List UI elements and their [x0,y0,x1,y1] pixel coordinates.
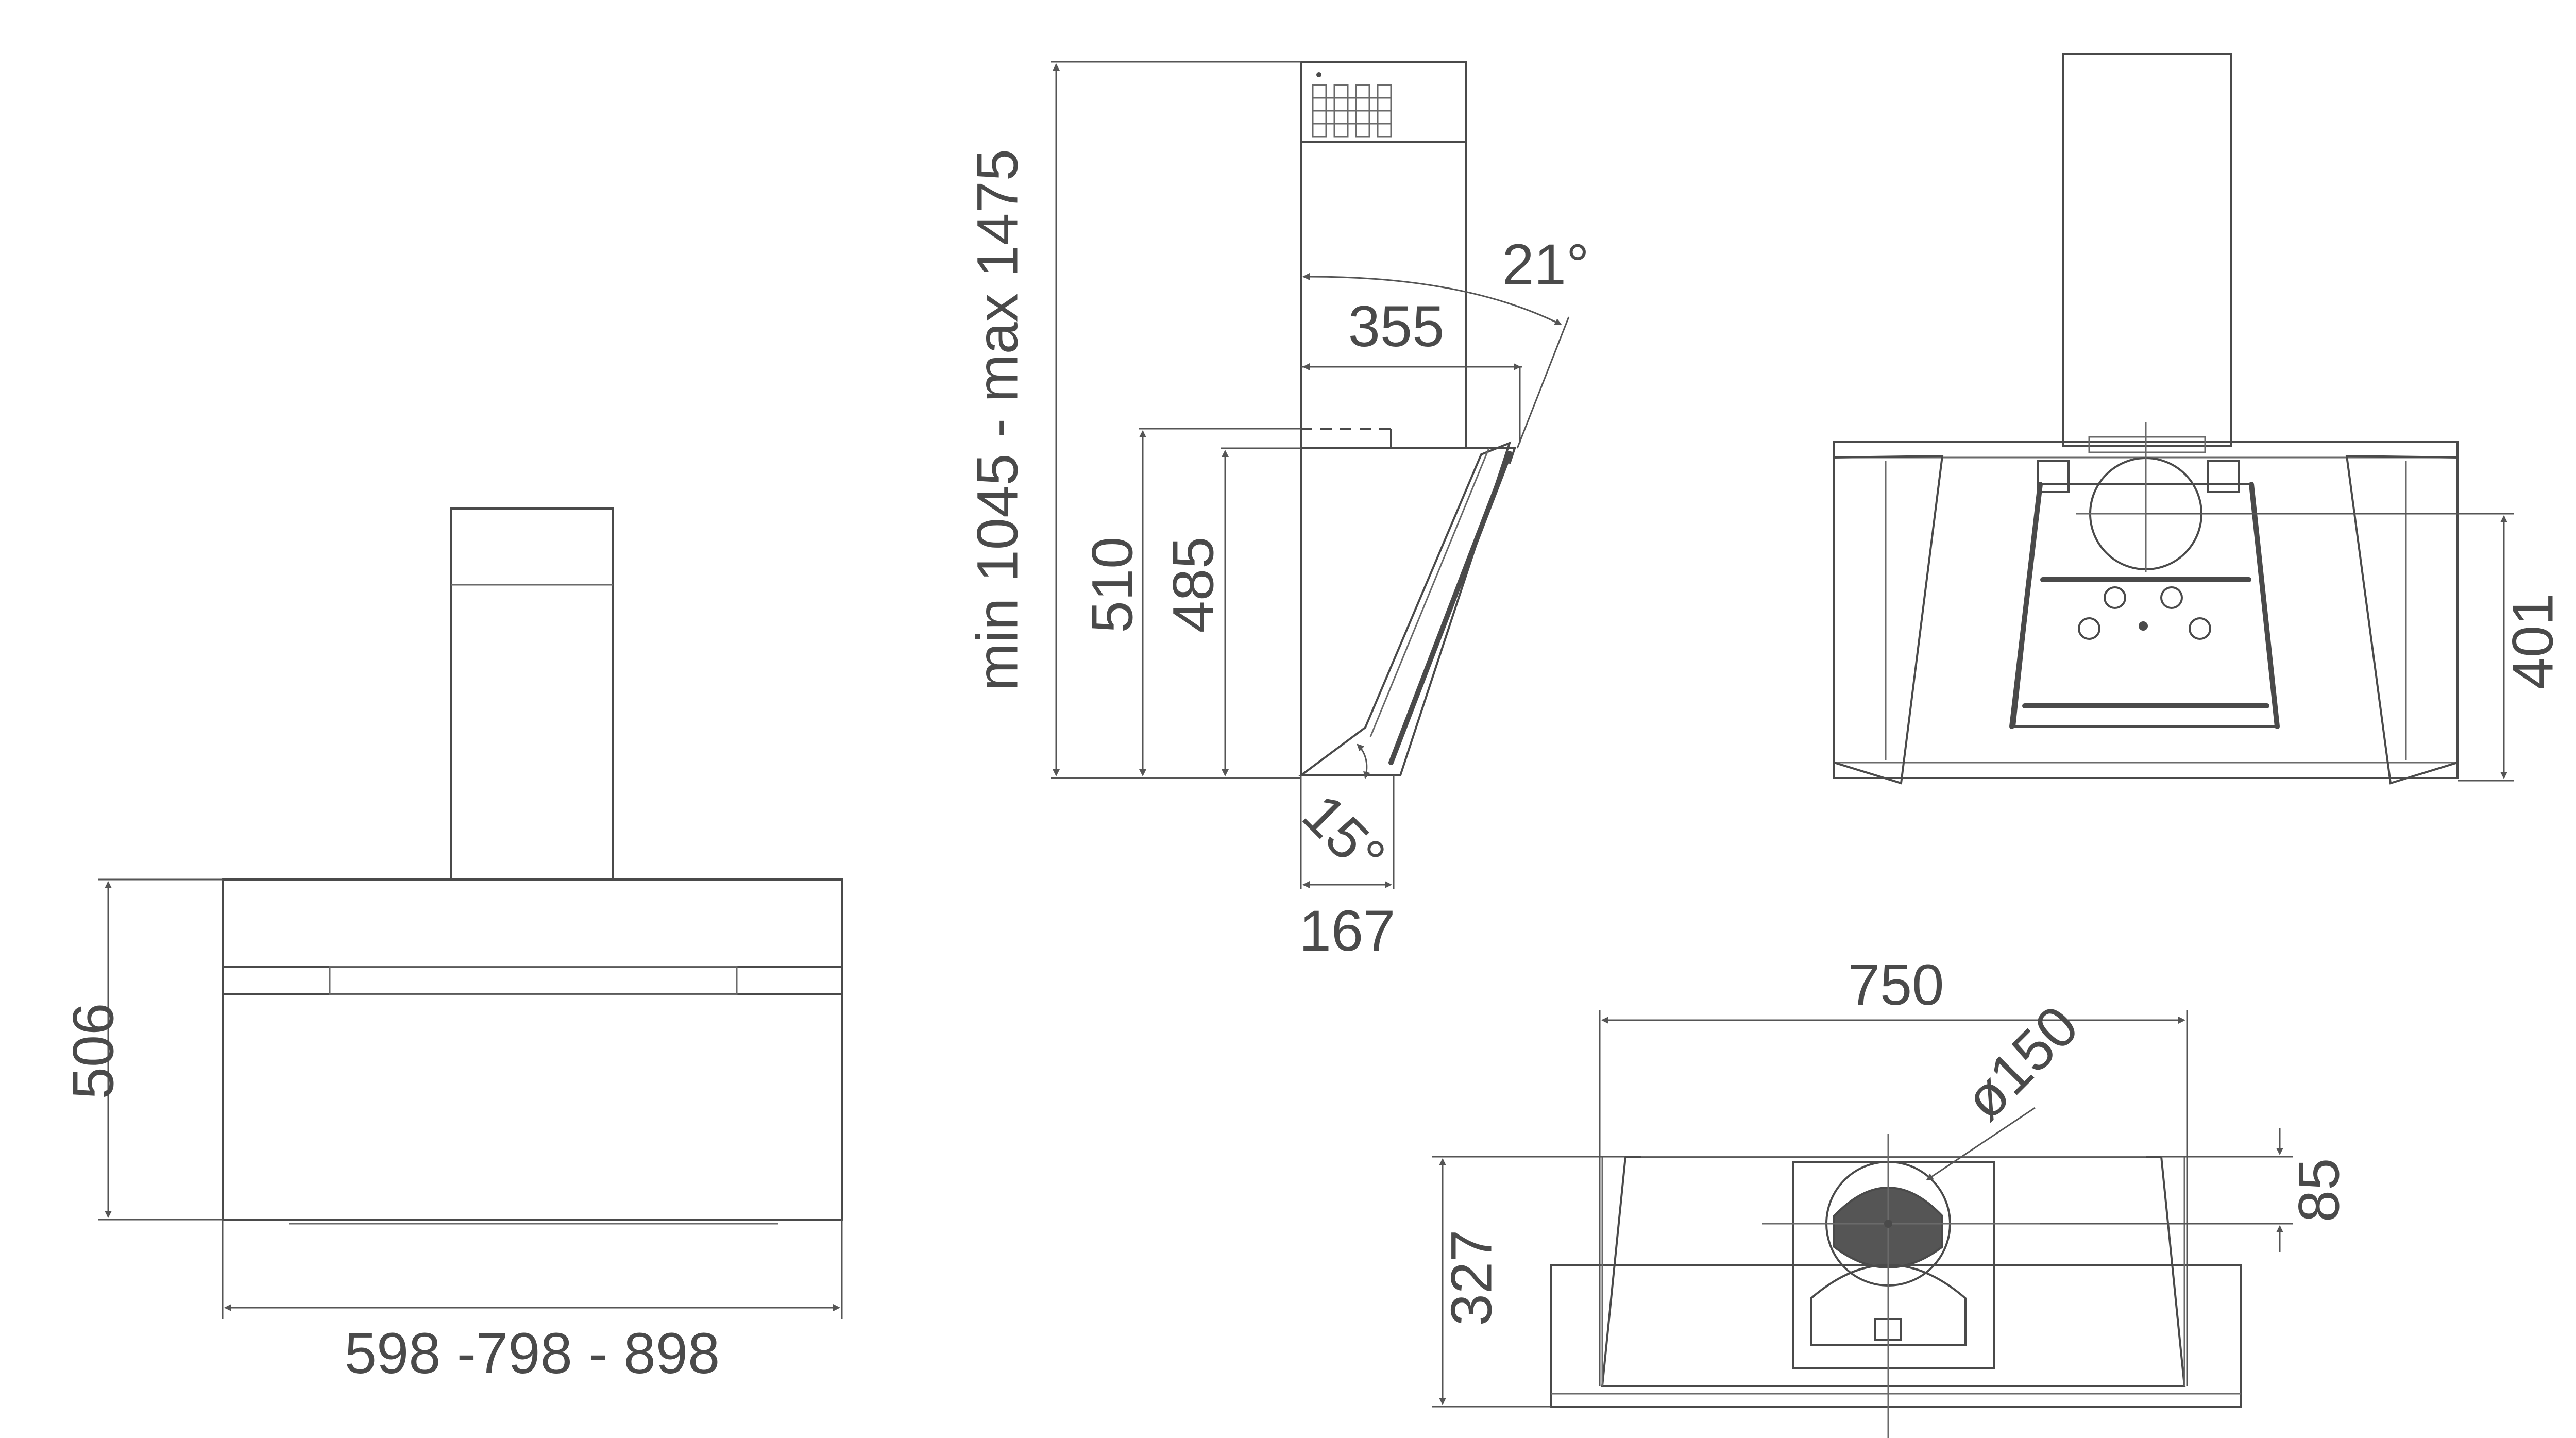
rear-right-flap [2345,454,2459,785]
rear-401-label: 401 [2501,594,2565,690]
rear-right-hinge [2207,460,2240,493]
front-hood-body [222,878,843,1221]
rear-view [1833,53,2514,785]
side-21-angle-arc [1302,273,1562,326]
side-485-label: 485 [1161,537,1226,633]
side-hood-body [1297,441,1512,776]
side-167-label: 167 [1299,899,1396,963]
rear-left-hinge [2037,460,2070,493]
side-21-label: 21° [1502,232,1589,297]
front-width-label: 598 -798 - 898 [345,1321,720,1385]
vent-grille [1312,84,1392,138]
top-327-label: 327 [1439,1230,1504,1326]
top-motor-cover [1810,1264,1967,1346]
top-750-label: 750 [1848,953,1944,1017]
top-view [1432,1010,2293,1438]
side-15-label: 15° [1291,782,1398,889]
front-chimney [450,507,614,881]
side-glass-panel [1388,451,1512,765]
front-view [98,507,843,1319]
side-15-angle-arc [1357,743,1370,779]
rear-chimney [2062,53,2232,447]
top-diameter-label: ø150 [1952,993,2091,1132]
side-total-height-label: min 1045 - max 1475 [965,149,1030,691]
side-view [1051,61,1570,889]
top-diameter-leader [1926,1107,2036,1181]
side-355-label: 355 [1348,294,1445,359]
front-height-label: 506 [61,1003,126,1099]
front-control-strip [329,966,738,995]
side-510-label: 510 [1080,537,1145,633]
top-85-label: 85 [2287,1158,2351,1223]
rear-left-flap [1833,454,1944,785]
